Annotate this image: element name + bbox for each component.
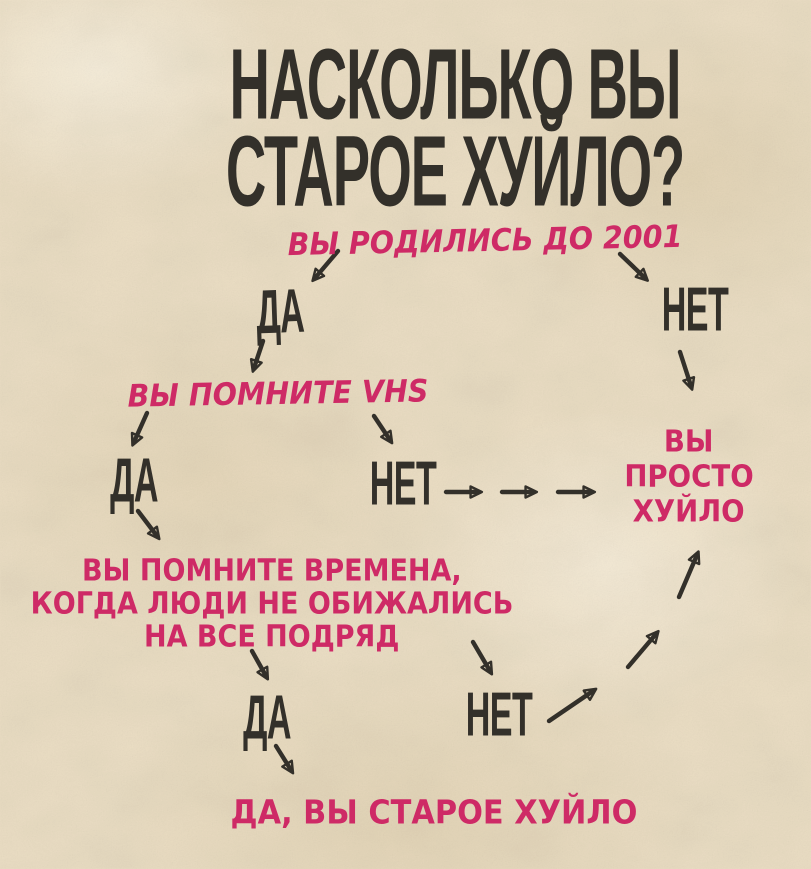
question-remember-vhs: ВЫ ПОМНИТЕ VHS xyxy=(127,373,429,415)
arrow-q3no-chain-3 xyxy=(676,550,701,600)
answer-q1-no: НЕТ xyxy=(661,275,729,345)
poster-title-text1: НАСКОЛЬКО ВЫ xyxy=(229,28,682,141)
result-old: ДА, ВЫ СТАРОЕ ХУЙЛО xyxy=(230,792,638,832)
result-simply: ВЫ ПРОСТО ХУЙЛО xyxy=(624,424,754,530)
answer-q2-no: НЕТ xyxy=(369,449,437,519)
question-remember-times: ВЫ ПОМНИТЕ ВРЕМЕНА, КОГДА ЛЮДИ НЕ ОБИЖАЛ… xyxy=(30,553,514,655)
arrow-q1no-to-simple xyxy=(677,349,696,391)
question-born-before-2001: ВЫ РОДИЛИСЬ ДО 2001 xyxy=(287,218,683,264)
arrow-q3no-chain-2 xyxy=(625,629,660,670)
poster-title-line1: НАСКОЛЬКО ВЫ xyxy=(52,28,811,143)
answer-q1-yes: ДА xyxy=(254,276,306,348)
poster-title-text2: СТАРОЕ ХУЙЛО? xyxy=(225,115,685,228)
answer-q3-no: НЕТ xyxy=(465,680,533,750)
arrow-q2-to-no xyxy=(371,413,394,445)
answer-q3-yes: ДА xyxy=(243,683,291,753)
answer-q2-yes: ДА xyxy=(110,446,158,516)
arrow-q3-to-yes xyxy=(249,648,270,681)
arrow-q2-to-yes xyxy=(130,410,150,447)
poster-title-line2: СТАРОЕ ХУЙЛО? xyxy=(46,115,811,230)
